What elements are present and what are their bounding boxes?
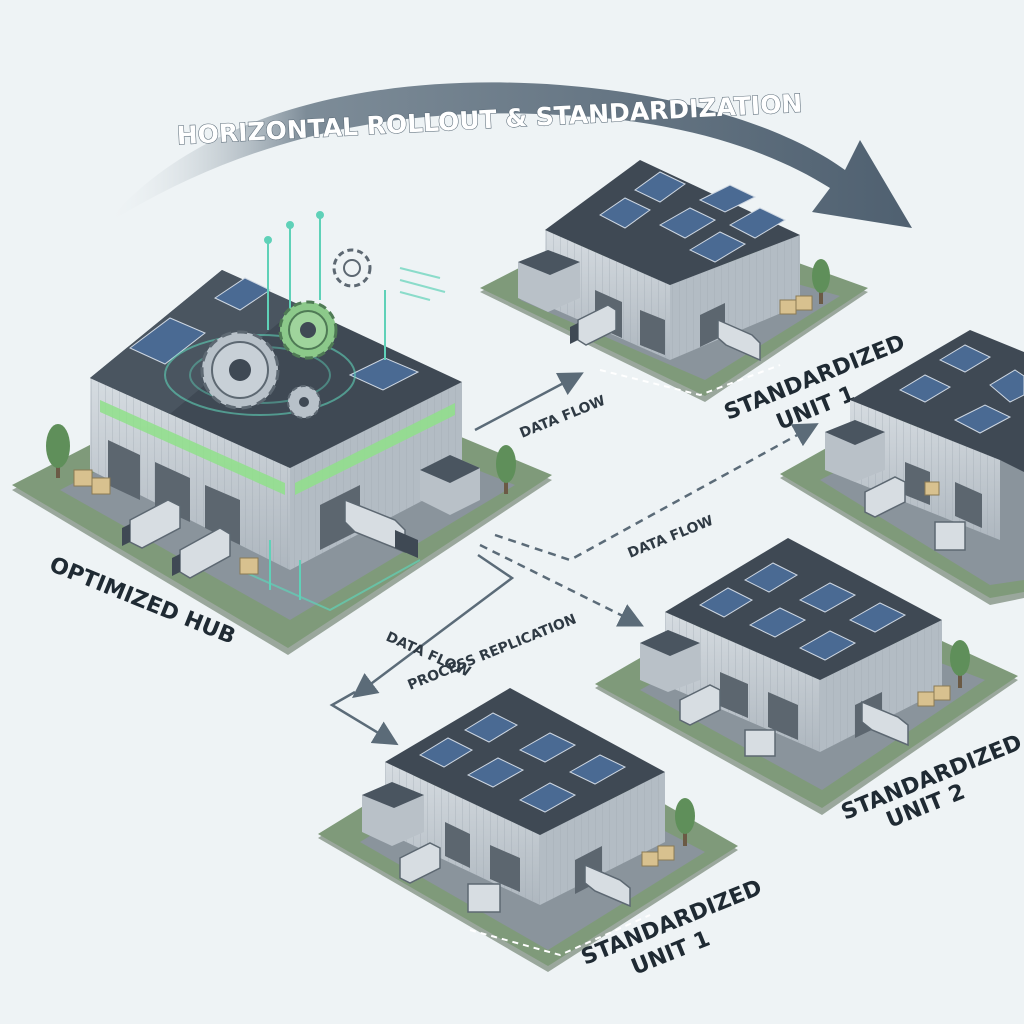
crate-icon [641, 845, 675, 867]
gear-icon [332, 248, 372, 288]
solar-panel-icon [599, 171, 787, 263]
flow-label-right: DATA FLOW [626, 513, 716, 562]
truck-icon [570, 304, 617, 346]
flow-arrows [329, 372, 819, 746]
solar-panel-icon [698, 562, 907, 661]
arrow-to-unit-bottom [329, 690, 399, 746]
crate-icon [917, 685, 951, 707]
rollout-banner-arrow: HORIZONTAL ROLLOUT & STANDARDIZATION [105, 82, 912, 228]
truck-icon [344, 498, 418, 558]
unit-dock-doors [905, 462, 982, 528]
crate-icon [73, 469, 259, 575]
optimized-hub: OPTIMIZED HUB [12, 211, 552, 655]
tech-overlay [164, 211, 446, 612]
truck-icon [861, 700, 909, 747]
truck-icon [172, 527, 231, 579]
arrow-replication [352, 553, 515, 698]
arrow-to-unit-top [474, 372, 584, 432]
truck-icon [717, 318, 761, 362]
truck-icon [864, 476, 906, 518]
truck-icon [934, 521, 966, 551]
truck-icon [744, 729, 776, 757]
tree-icon [675, 798, 695, 846]
standardized-unit-2: STANDARDIZED UNIT 2 [595, 538, 1024, 834]
arrow-to-unit-2 [479, 543, 644, 627]
truck-icon [679, 684, 721, 726]
truck-icon [399, 842, 441, 884]
standardized-unit-right [780, 330, 1024, 605]
solar-panel-icon [129, 277, 420, 391]
tree-icon [950, 640, 970, 688]
gear-icon [278, 300, 338, 360]
crate-icon [924, 481, 940, 496]
solar-panel-icon [418, 712, 627, 813]
gear-icon [200, 330, 280, 410]
gear-icon [287, 385, 321, 419]
truck-icon [122, 499, 181, 549]
crate-icon [779, 295, 813, 315]
truck-icon [467, 883, 501, 913]
tree-icon [496, 445, 516, 494]
solar-panel-icon [898, 344, 1024, 434]
tree-icon [812, 259, 830, 304]
truck-icon [584, 863, 631, 908]
tree-icon [46, 424, 70, 478]
